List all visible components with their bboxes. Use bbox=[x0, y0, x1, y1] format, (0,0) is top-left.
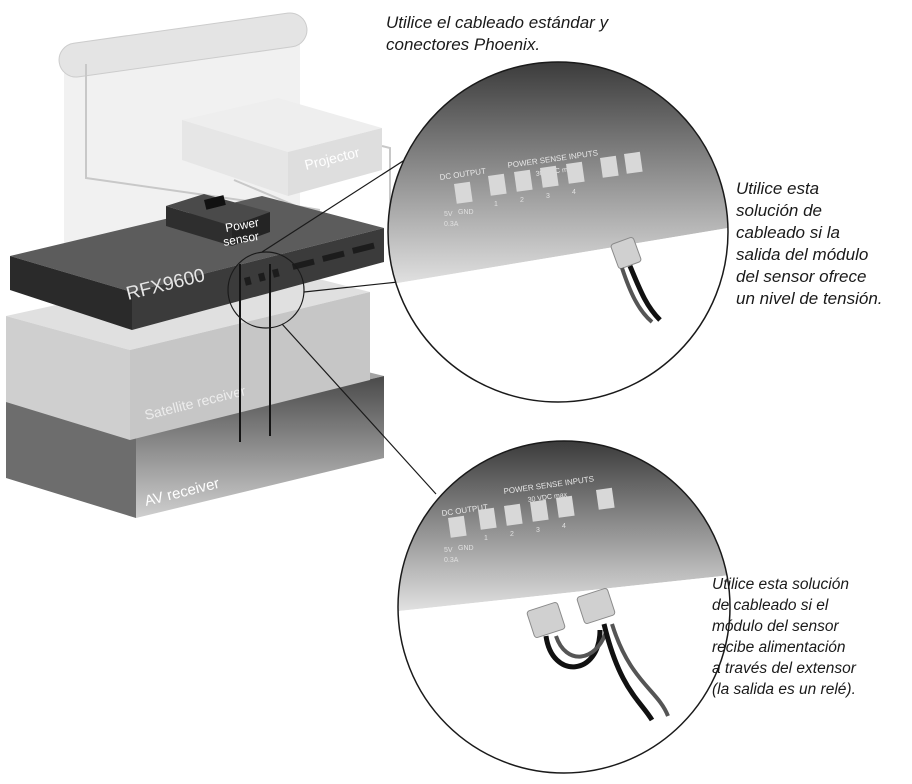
label2-5v: 5V bbox=[444, 547, 453, 554]
zoom-detail-voltage: DC OUTPUT POWER SENSE INPUTS 30 VDC max … bbox=[387, 61, 729, 403]
label2-ch4: 4 bbox=[562, 523, 566, 530]
label-ch2: 2 bbox=[520, 197, 524, 204]
label-ch3: 3 bbox=[546, 193, 550, 200]
label2-03a: 0.3A bbox=[444, 557, 459, 564]
power-sensor-label-line2: sensor bbox=[222, 229, 260, 249]
caption-top: Utilice el cableado estándar y conectore… bbox=[386, 12, 608, 56]
caption-voltage-line: Utilice esta bbox=[736, 179, 820, 198]
phoenix-connector-pair bbox=[526, 588, 670, 722]
label2-gnd: GND bbox=[458, 545, 474, 552]
av-cables bbox=[239, 264, 271, 442]
caption-voltage: Utilice esta solución de cableado si la … bbox=[736, 178, 883, 310]
caption-relay: Utilice esta solución de cableado si el … bbox=[712, 574, 856, 700]
label2-ch1: 1 bbox=[484, 535, 488, 542]
caption-voltage-line: solución de bbox=[736, 201, 823, 220]
caption-top-line: Utilice el cableado estándar y bbox=[386, 13, 609, 32]
label-gnd: GND bbox=[458, 209, 474, 216]
caption-voltage-line: cableado si la bbox=[736, 223, 840, 242]
caption-relay-line: (la salida es un relé). bbox=[712, 681, 856, 698]
label2-ch2: 2 bbox=[510, 531, 514, 538]
phoenix-connector bbox=[610, 237, 662, 324]
power-sensor: Power sensor bbox=[166, 194, 270, 249]
caption-voltage-line: del sensor ofrece bbox=[736, 267, 867, 286]
projector: Projector bbox=[182, 98, 382, 196]
caption-relay-line: a través del extensor bbox=[712, 660, 856, 677]
rfx9600-unit: RFX9600 bbox=[10, 196, 384, 330]
caption-top-line: conectores Phoenix. bbox=[386, 35, 541, 54]
power-sensor-label-line1: Power bbox=[224, 215, 260, 235]
label-5v: 5V bbox=[444, 211, 453, 218]
caption-voltage-line: salida del módulo bbox=[736, 245, 869, 264]
label-ch4: 4 bbox=[572, 189, 576, 196]
zoom-detail-relay: DC OUTPUT POWER SENSE INPUTS 30 VDC max … bbox=[397, 440, 731, 774]
caption-relay-line: módulo del sensor bbox=[712, 618, 839, 635]
caption-relay-line: recibe alimentación bbox=[712, 639, 846, 656]
caption-relay-line: Utilice esta solución bbox=[712, 576, 849, 593]
caption-relay-line: de cableado si el bbox=[712, 597, 829, 614]
caption-voltage-line: un nivel de tensión. bbox=[736, 289, 883, 308]
label2-ch3: 3 bbox=[536, 527, 540, 534]
label-ch1: 1 bbox=[494, 201, 498, 208]
label-03a: 0.3A bbox=[444, 221, 459, 228]
